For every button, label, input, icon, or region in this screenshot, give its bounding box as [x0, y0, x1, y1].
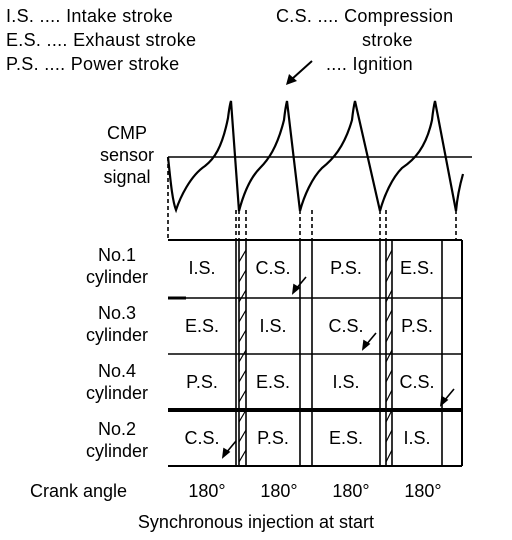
- hatch-bands: [238, 249, 393, 463]
- stroke-cell: C.S.: [328, 316, 364, 336]
- cylinder-label: No.4 cylinder: [74, 360, 160, 404]
- legend-label: Exhaust stroke: [73, 30, 197, 50]
- ignition-arrow-icon: [439, 388, 455, 407]
- sensor-label: CMP sensor signal: [92, 122, 162, 188]
- legend-code: I.S.: [6, 6, 35, 26]
- cylinder-label-line: cylinder: [85, 325, 149, 345]
- crank-angle-value: 180°: [332, 481, 370, 501]
- legend-label: Ignition: [352, 54, 413, 74]
- projection-lines: [167, 157, 457, 240]
- crank-angle-value: 180°: [260, 481, 298, 501]
- sensor-label-line: CMP: [107, 123, 147, 143]
- legend-label: Power stroke: [70, 54, 180, 74]
- ignition-arrow-icon: [361, 332, 377, 351]
- legend-code: P.S.: [6, 54, 39, 74]
- stroke-cell: P.S.: [401, 316, 433, 336]
- legend-exhaust: E.S. .... Exhaust stroke: [6, 28, 196, 52]
- diagram-caption: Synchronous injection at start: [137, 512, 375, 532]
- legend-dots: ....: [44, 54, 66, 74]
- legend-label: Intake stroke: [66, 6, 174, 26]
- crank-angle-label: Crank angle: [30, 481, 128, 501]
- legend-ignition: .... Ignition: [326, 52, 413, 76]
- sensor-label-line: sensor: [99, 145, 155, 165]
- legend-compression-cont: stroke: [362, 30, 413, 50]
- cylinder-label: No.1 cylinder: [74, 244, 160, 288]
- stroke-cell: E.S.: [399, 258, 434, 278]
- legend-compression: C.S. .... Compression: [276, 4, 453, 28]
- legend-label: Compression: [344, 6, 454, 26]
- sensor-label-line: signal: [103, 167, 151, 187]
- legend-dots: ....: [317, 6, 339, 26]
- stroke-cell: P.S.: [257, 428, 289, 448]
- ignition-marks: [221, 276, 455, 459]
- stroke-cell: E.S.: [255, 372, 290, 392]
- ignition-arrow-icon: [286, 60, 313, 85]
- stroke-cell: I.S.: [259, 316, 287, 336]
- stroke-cell: C.S.: [184, 428, 220, 448]
- legend-dots: ....: [39, 6, 61, 26]
- stroke-cell: P.S.: [186, 372, 218, 392]
- stroke-cell: E.S.: [328, 428, 363, 448]
- stroke-cell: C.S.: [399, 372, 435, 392]
- cylinder-grid: [168, 239, 463, 467]
- cylinder-label-line: No.4: [97, 361, 137, 381]
- cylinder-label-line: cylinder: [85, 267, 149, 287]
- cylinder-label: No.2 cylinder: [74, 418, 160, 462]
- legend-power: P.S. .... Power stroke: [6, 52, 179, 76]
- stroke-cell: P.S.: [330, 258, 362, 278]
- stroke-cell: E.S.: [184, 316, 219, 336]
- crank-angle-value: 180°: [188, 481, 226, 501]
- stroke-cell: I.S.: [403, 428, 431, 448]
- ignition-arrow-icon: [291, 276, 307, 295]
- legend-dots: ....: [326, 54, 348, 74]
- legend-intake: I.S. .... Intake stroke: [6, 4, 173, 28]
- stroke-cell: I.S.: [188, 258, 216, 278]
- legend-code: E.S.: [6, 30, 42, 50]
- cylinder-label-line: cylinder: [85, 383, 149, 403]
- stroke-cell: I.S.: [332, 372, 360, 392]
- ignition-arrow-icon: [221, 440, 237, 459]
- cmp-waveform: [166, 100, 472, 214]
- cylinder-label-line: cylinder: [85, 441, 149, 461]
- stroke-cell: C.S.: [255, 258, 291, 278]
- cylinder-label-line: No.3: [97, 303, 137, 323]
- legend-dots: ....: [46, 30, 68, 50]
- cylinder-label: No.3 cylinder: [74, 302, 160, 346]
- cylinder-label-line: No.1: [97, 245, 137, 265]
- legend-code: C.S.: [276, 6, 313, 26]
- crank-angle-value: 180°: [404, 481, 442, 501]
- cylinder-label-line: No.2: [97, 419, 137, 439]
